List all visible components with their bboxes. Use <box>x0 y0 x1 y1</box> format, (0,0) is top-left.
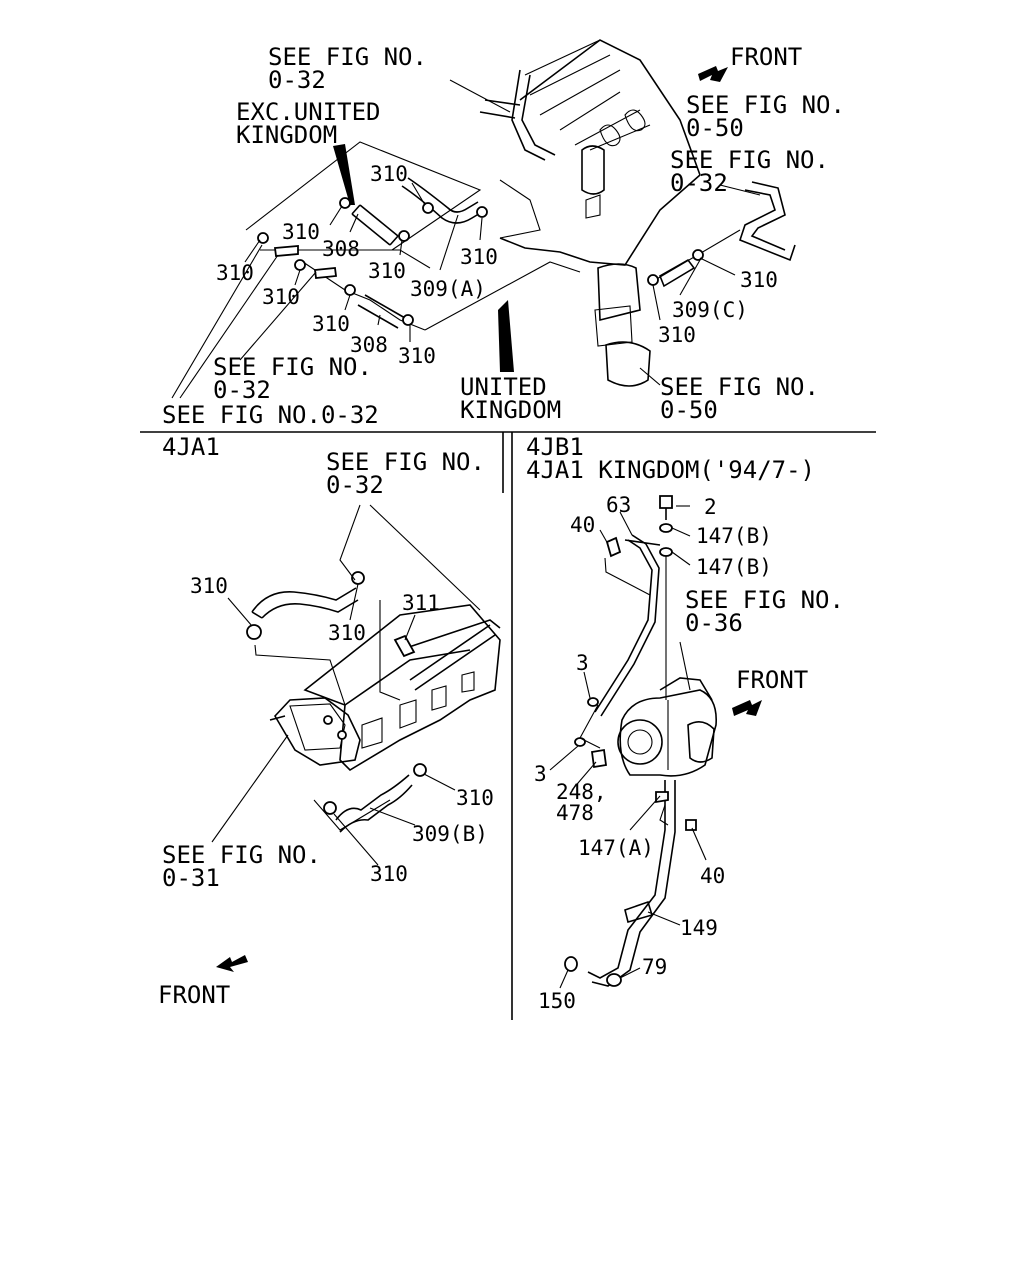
top-exc-uk-line2: KINGDOM <box>236 121 337 149</box>
top-hose-309a <box>401 177 483 224</box>
left-model-label: 4JA1 <box>162 433 220 461</box>
left-leaders <box>211 583 456 866</box>
top-see-0-50-a-line2: 0-50 <box>686 114 744 142</box>
callout-right-248: 248, <box>556 780 607 804</box>
top-hose-308-upper <box>351 204 399 246</box>
callout-right-147b-1: 147(B) <box>696 524 772 548</box>
right-turbocharger <box>617 677 717 777</box>
top-see-0-32-c-line2: 0-32 <box>213 376 271 404</box>
top-exc-uk-line1: EXC.UNITED <box>236 98 381 126</box>
top-front-label: FRONT <box>730 43 802 71</box>
callout-right-40b: 40 <box>700 864 725 888</box>
right-front-label: FRONT <box>736 666 808 694</box>
top-see-0-50-a-line1: SEE FIG NO. <box>686 91 845 119</box>
callout-top-310i: 310 <box>740 268 778 292</box>
callout-right-147a: 147(A) <box>578 836 654 860</box>
left-front-arrow <box>216 955 248 972</box>
right-front-arrow <box>732 700 762 716</box>
callout-top-310e: 310 <box>368 259 406 283</box>
callout-top-310b: 310 <box>282 220 320 244</box>
right-model-label-1: 4JB1 <box>526 433 584 461</box>
callout-right-2: 2 <box>704 495 717 519</box>
top-engine-block <box>479 39 701 266</box>
callout-left-310d: 310 <box>370 862 408 886</box>
top-black-pointers <box>333 144 514 372</box>
left-egr-valve <box>269 697 361 766</box>
top-see-0-32-d: SEE FIG NO.0-32 <box>162 401 379 429</box>
top-see-0-32-b-line2: 0-32 <box>670 169 728 197</box>
left-clamps <box>246 571 427 815</box>
top-egr-valve <box>594 263 651 387</box>
top-uk-line2: KINGDOM <box>460 396 561 424</box>
callout-right-40a: 40 <box>570 513 595 537</box>
callout-right-63: 63 <box>606 493 631 517</box>
callout-top-310g: 310 <box>312 312 350 336</box>
left-front-label: FRONT <box>158 981 230 1009</box>
callout-right-147b-2: 147(B) <box>696 555 772 579</box>
callout-left-310b: 310 <box>328 621 366 645</box>
right-see-0-36-line1: SEE FIG NO. <box>685 586 844 614</box>
callout-right-149: 149 <box>680 916 718 940</box>
top-hose-309c <box>658 258 696 288</box>
callout-right-478: 478 <box>556 801 594 825</box>
callout-top-309c: 309(C) <box>672 298 748 322</box>
top-pipe-right <box>739 181 796 262</box>
top-bounding-lines <box>245 141 741 331</box>
callout-top-310a: 310 <box>370 162 408 186</box>
callout-right-79: 79 <box>642 955 667 979</box>
callout-left-309b: 309(B) <box>412 822 488 846</box>
callout-top-310d: 310 <box>216 261 254 285</box>
top-see-0-50-b-line2: 0-50 <box>660 396 718 424</box>
top-leaders <box>171 79 761 399</box>
callout-left-310c: 310 <box>456 786 494 810</box>
left-hose-lower <box>335 774 413 833</box>
top-hose-308-lower <box>357 294 406 329</box>
callout-top-310c: 310 <box>460 245 498 269</box>
top-uk-line1: UNITED <box>460 373 547 401</box>
top-see-0-50-b-line1: SEE FIG NO. <box>660 373 819 401</box>
top-clamps <box>257 197 704 326</box>
top-front-arrow <box>698 66 728 82</box>
callout-left-310a: 310 <box>190 574 228 598</box>
left-see-0-32-line1: SEE FIG NO. <box>326 448 485 476</box>
left-hose-upper <box>251 587 359 619</box>
left-see-0-32-line2: 0-32 <box>326 471 384 499</box>
callout-right-3b: 3 <box>534 762 547 786</box>
callout-top-308b: 308 <box>350 333 388 357</box>
right-model-label-2: 4JA1 KINGDOM('94/7-) <box>526 456 815 484</box>
right-oil-return-pipe <box>587 780 676 987</box>
callout-top-310h: 310 <box>398 344 436 368</box>
right-see-0-36-line2: 0-36 <box>685 609 743 637</box>
right-leaders <box>549 505 707 989</box>
top-see-0-32-b-line1: SEE FIG NO. <box>670 146 829 174</box>
callout-right-3a: 3 <box>576 651 589 675</box>
callout-top-310j: 310 <box>658 323 696 347</box>
callout-top-308a: 308 <box>322 237 360 261</box>
top-see-0-32-a-line2: 0-32 <box>268 66 326 94</box>
callout-top-309a: 309(A) <box>410 277 486 301</box>
callout-right-150: 150 <box>538 989 576 1013</box>
left-see-0-31-line1: SEE FIG NO. <box>162 841 321 869</box>
top-see-0-32-a-line1: SEE FIG NO. <box>268 43 427 71</box>
left-manifold <box>303 604 501 772</box>
right-fittings <box>564 495 697 987</box>
left-see-0-31-line2: 0-31 <box>162 864 220 892</box>
callout-left-311: 311 <box>402 591 440 615</box>
top-see-0-32-c-line1: SEE FIG NO. <box>213 353 372 381</box>
right-bounding-lines <box>579 557 669 826</box>
callout-top-310f: 310 <box>262 285 300 309</box>
left-bounding-lines <box>254 504 481 831</box>
